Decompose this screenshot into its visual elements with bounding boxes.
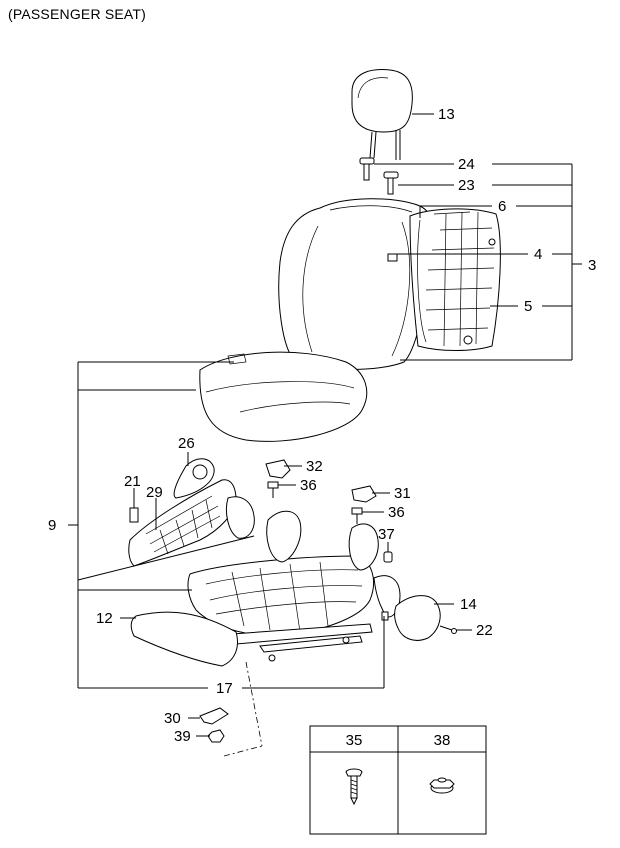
callout-4: 4	[534, 246, 542, 263]
seat-cushion-cover[interactable]	[199, 351, 368, 442]
callout-36-lower: 36	[388, 504, 405, 521]
callout-31: 31	[394, 485, 411, 502]
headrest-guide-23[interactable]	[383, 171, 399, 195]
callout-26: 26	[178, 435, 195, 452]
callout-17: 17	[216, 680, 233, 697]
side-shield-29[interactable]	[128, 479, 255, 567]
seat-frame-track[interactable]	[187, 510, 379, 662]
cover-30[interactable]	[199, 707, 229, 725]
leader-lines	[68, 113, 582, 737]
bolt-36-upper[interactable]	[267, 481, 279, 498]
clip-32[interactable]	[265, 459, 291, 479]
callout-5: 5	[524, 298, 532, 315]
diagram-title: (PASSENGER SEAT)	[8, 6, 147, 22]
nut-39[interactable]	[207, 729, 225, 743]
cap-21[interactable]	[129, 507, 139, 523]
callout-32: 32	[306, 458, 323, 475]
seat-back-frame[interactable]	[409, 208, 501, 351]
callout-14: 14	[460, 596, 477, 613]
legend-header-35: 35	[346, 732, 363, 749]
headrest[interactable]	[351, 69, 413, 160]
headrest-guide-24[interactable]	[359, 157, 375, 181]
recliner-cover-26[interactable]	[173, 458, 215, 499]
callout-6: 6	[498, 198, 506, 215]
callout-24: 24	[458, 156, 475, 173]
callout-21: 21	[124, 473, 141, 490]
bolt-36-lower[interactable]	[351, 507, 363, 524]
callout-13: 13	[438, 106, 455, 123]
callout-12: 12	[96, 610, 113, 627]
front-cover-12[interactable]	[130, 611, 238, 667]
callout-39: 39	[174, 728, 191, 745]
outer-shield-14[interactable]	[394, 595, 441, 641]
callout-23: 23	[458, 177, 475, 194]
callout-9: 9	[48, 517, 56, 534]
screw-22[interactable]	[439, 625, 457, 634]
callout-3: 3	[588, 257, 596, 274]
nut-icon	[429, 777, 455, 794]
seat-back-cover[interactable]	[278, 198, 435, 370]
callout-29: 29	[146, 484, 163, 501]
callout-36-upper: 36	[300, 477, 317, 494]
callout-22: 22	[476, 622, 493, 639]
clip-31[interactable]	[351, 485, 377, 503]
callout-37: 37	[378, 526, 395, 543]
legend-table: 35 38	[309, 725, 487, 835]
pin-37[interactable]	[383, 551, 393, 563]
screw-icon	[345, 768, 363, 806]
callout-30: 30	[164, 710, 181, 727]
legend-header-38: 38	[434, 732, 451, 749]
